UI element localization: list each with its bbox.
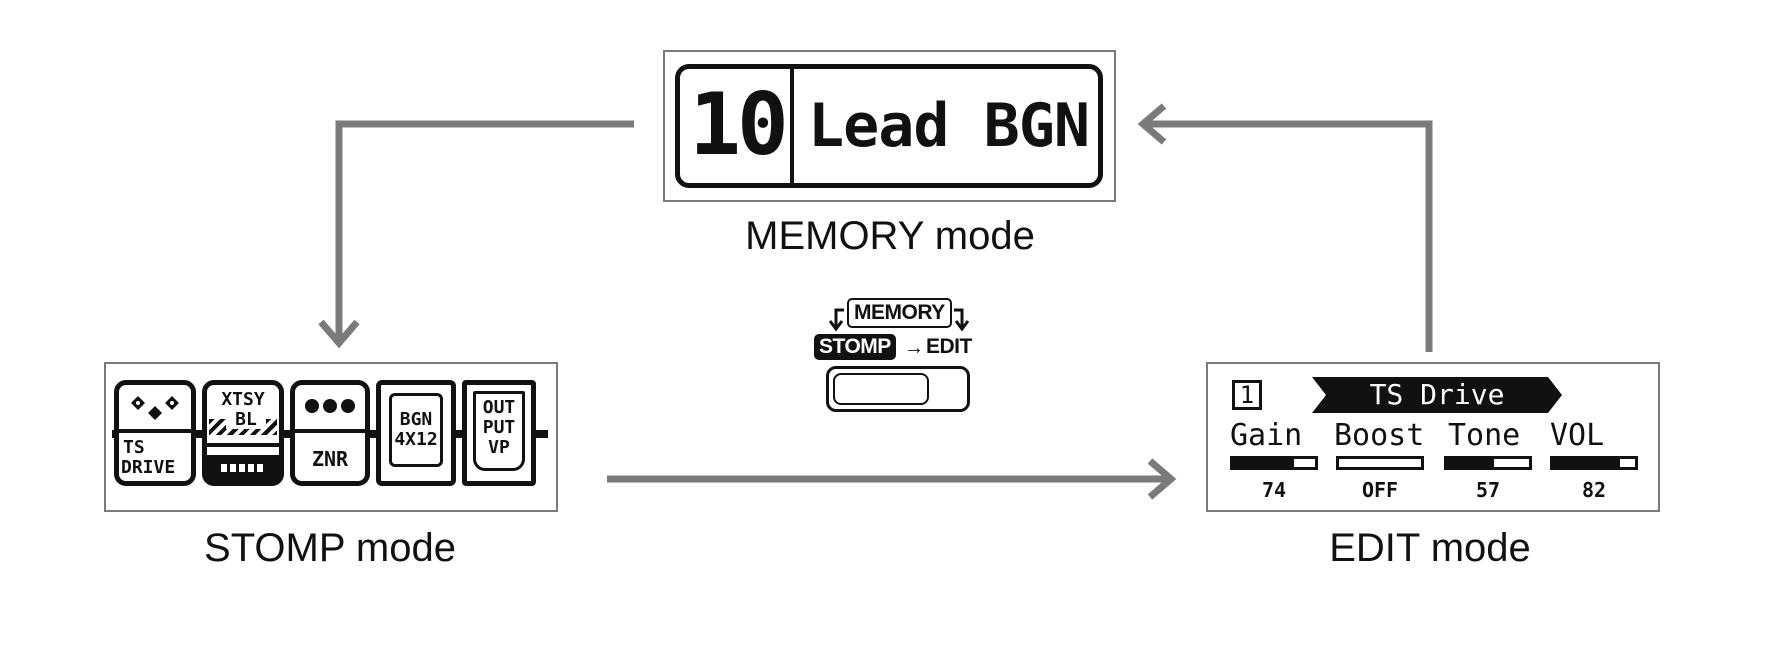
pedal-label-line1: ZNR xyxy=(311,447,349,471)
output-icon xyxy=(473,391,525,471)
edit-page-number: 1 xyxy=(1232,380,1262,410)
pedal-label-line1: BGN xyxy=(399,409,433,430)
param-bar-gain[interactable] xyxy=(1230,456,1318,470)
switch-label-stomp: STOMP xyxy=(814,334,896,360)
effect-name: TS Drive xyxy=(1369,378,1505,411)
pedal-xtsy-bl[interactable]: XTSY BL xyxy=(202,380,284,486)
patch-number: 10 xyxy=(689,75,789,175)
effect-name-banner xyxy=(1312,377,1562,413)
arrowhead-memory-to-stomp xyxy=(318,319,360,349)
pedal-divider xyxy=(207,443,279,447)
param-name-boost: Boost xyxy=(1334,418,1425,453)
pedal-bgn-4x12[interactable]: BGN 4X12 xyxy=(376,380,456,486)
arrow-memory-to-stomp xyxy=(335,120,634,340)
arrowhead-stomp-to-edit xyxy=(1147,458,1177,500)
pedal-divider xyxy=(119,429,191,433)
arrow-edit-to-memory xyxy=(1146,120,1433,352)
edit-mode-label: EDIT mode xyxy=(1329,526,1531,570)
mode-switch-legend: MEMORY STOMP → EDIT xyxy=(814,298,984,416)
memory-lcd-border: 10 Lead BGN xyxy=(675,64,1103,188)
switch-cycle-arrows xyxy=(828,308,970,332)
pedal-label-line2: 4X12 xyxy=(394,429,438,450)
edit-mode-screen: 1 TS Drive Gain Boost Tone VOL 74 OFF 57… xyxy=(1206,362,1660,512)
stomp-mode-screen: TS DRIVE XTSY BL ZNR BGN 4X12 OUT PUT VP xyxy=(104,362,558,512)
patch-name: Lead BGN xyxy=(808,91,1090,161)
pedal-label-line3: VP xyxy=(488,437,510,458)
pedal-ts-drive[interactable]: TS DRIVE xyxy=(114,380,196,486)
param-bar-vol[interactable] xyxy=(1550,456,1638,470)
param-value-vol: 82 xyxy=(1581,478,1607,502)
stomp-mode-label: STOMP mode xyxy=(204,526,456,570)
param-bar-fill xyxy=(1447,459,1494,467)
pedal-output-vp[interactable]: OUT PUT VP xyxy=(462,380,536,486)
param-bar-fill xyxy=(1233,459,1294,467)
three-dots-icon xyxy=(305,399,355,413)
param-name-gain: Gain xyxy=(1230,418,1303,453)
param-name-tone: Tone xyxy=(1448,418,1521,453)
pedal-divider xyxy=(295,429,365,433)
param-bar-fill xyxy=(1553,459,1621,467)
patch-number-divider xyxy=(790,69,794,183)
memory-mode-label: MEMORY mode xyxy=(745,214,1035,258)
param-value-boost: OFF xyxy=(1361,478,1399,502)
switch-label-edit: EDIT xyxy=(926,335,972,358)
param-value-tone: 57 xyxy=(1475,478,1501,502)
mode-footswitch[interactable] xyxy=(826,366,970,412)
footswitch-inner xyxy=(833,373,929,405)
param-value-gain: 74 xyxy=(1261,478,1287,502)
pedal-label-line1: TS xyxy=(123,437,145,458)
pedal-label-line2: BL xyxy=(226,411,266,429)
param-name-vol: VOL xyxy=(1550,418,1605,453)
memory-mode-screen: 10 Lead BGN xyxy=(663,50,1116,202)
pedal-footer xyxy=(207,455,279,481)
param-bar-boost[interactable] xyxy=(1336,456,1424,470)
pedal-label-line1: OUT xyxy=(482,397,516,418)
param-bar-tone[interactable] xyxy=(1444,456,1532,470)
pedal-label-line2: DRIVE xyxy=(121,457,176,478)
arrowhead-edit-to-memory xyxy=(1137,103,1167,145)
switch-arrow-right-icon: → xyxy=(904,337,924,359)
cabinet-icon xyxy=(389,393,443,467)
switch-label-memory: MEMORY xyxy=(847,298,952,328)
pedal-label-line1: XTSY xyxy=(221,389,265,410)
pedal-znr[interactable]: ZNR xyxy=(290,380,370,486)
pedal-label-line2: PUT xyxy=(482,417,516,438)
three-knobs-icon xyxy=(131,396,179,420)
